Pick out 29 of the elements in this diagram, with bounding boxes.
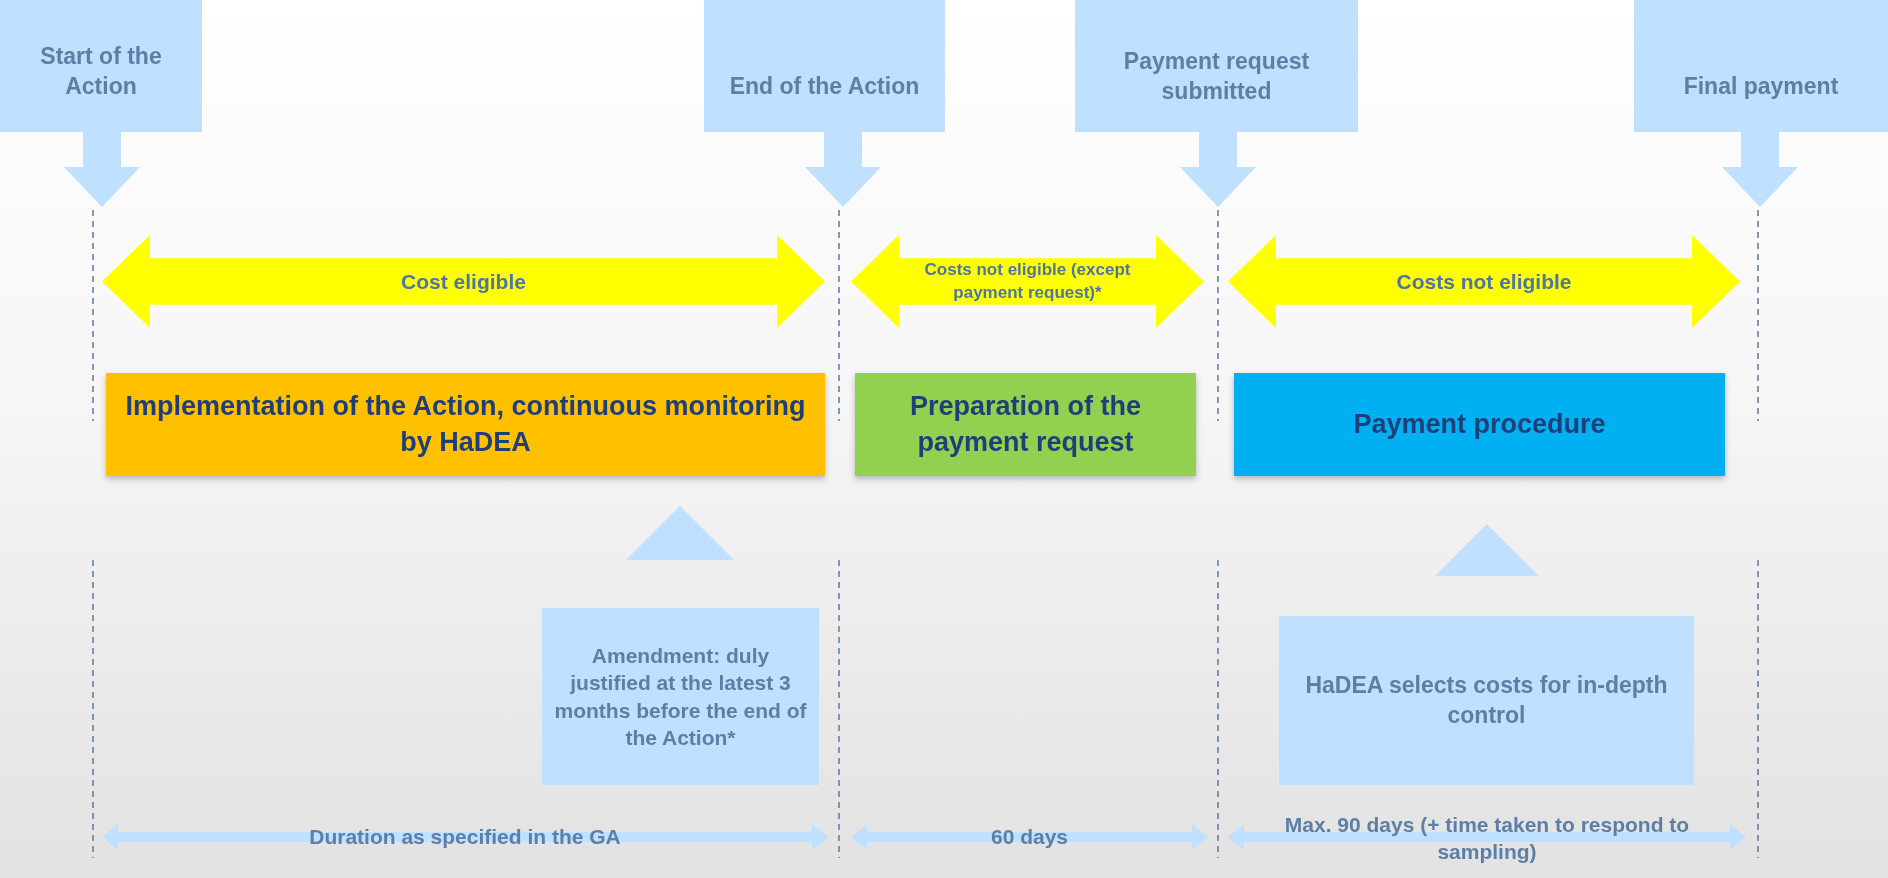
node-label: Start of the Action xyxy=(39,42,163,101)
node-label: Amendment: duly justified at the latest 3 months before the end of the Action* xyxy=(553,642,808,751)
node-label: 60 days xyxy=(990,824,1069,851)
milestone-callout xyxy=(1634,0,1888,207)
node-label: Duration as specified in the GA xyxy=(309,824,621,851)
milestone-callout xyxy=(704,0,945,207)
milestone-callout xyxy=(1075,0,1358,207)
node-label: Preparation of the payment request xyxy=(909,390,1142,459)
phase-box xyxy=(855,373,1196,476)
node-label: Payment procedure xyxy=(1353,407,1606,441)
node-label: Cost eligible xyxy=(401,268,526,295)
eligibility-period-banner xyxy=(1228,235,1740,328)
note-callout xyxy=(542,608,819,785)
phase-box xyxy=(1234,373,1725,476)
milestone-callout xyxy=(0,0,202,207)
node-label: Implementation of the Action, continuous monitoring by HaDEA xyxy=(124,390,807,459)
node-label: End of the Action xyxy=(729,72,920,102)
pointer-triangle xyxy=(1435,524,1539,576)
note-callout xyxy=(1279,616,1694,785)
eligibility-period-banner xyxy=(851,235,1204,328)
node-label: Costs not eligible xyxy=(1396,268,1572,295)
node-label: Final payment xyxy=(1683,72,1839,102)
node-label: HaDEA selects costs for in-depth control xyxy=(1304,670,1669,730)
phase-box xyxy=(106,373,825,476)
node-label: Payment request submitted xyxy=(1122,47,1311,106)
node-label: Costs not eligible (except payment request)* xyxy=(923,259,1132,304)
pointer-triangle xyxy=(626,506,734,560)
node-label: Max. 90 days (+ time taken to respond to sampling) xyxy=(1283,811,1691,865)
eligibility-period-banner xyxy=(102,235,825,328)
